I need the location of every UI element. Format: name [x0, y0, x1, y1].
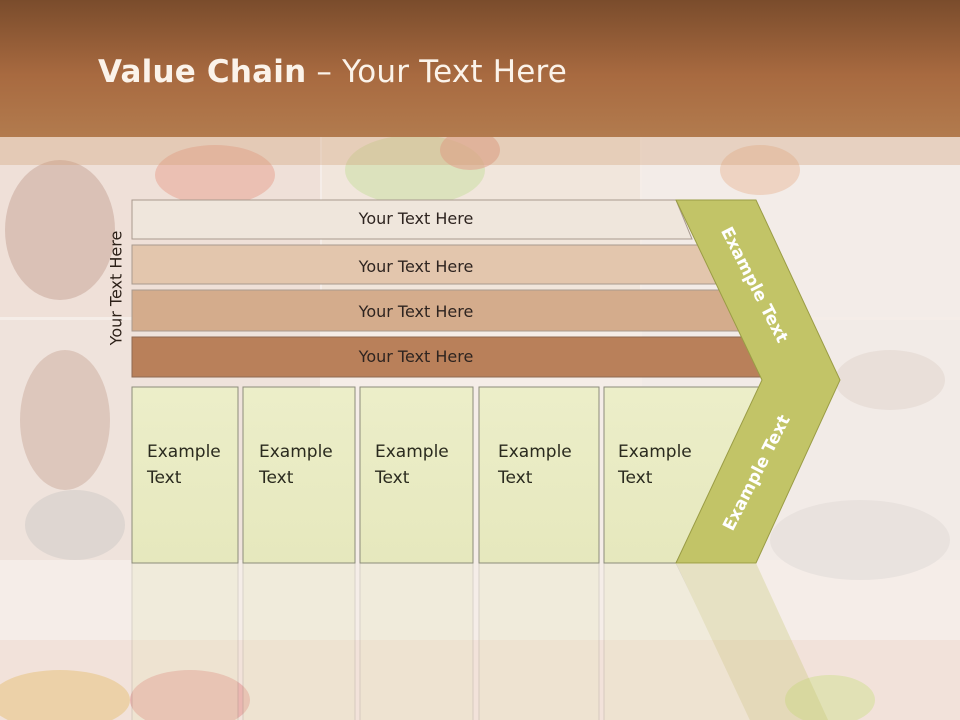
header-band — [0, 137, 960, 165]
column-shape-4 — [478, 386, 600, 564]
column-text-3-line2: Text — [375, 468, 410, 488]
column-shape-1 — [131, 386, 239, 564]
column-text-2-line1: Example — [259, 442, 333, 462]
bar-label-2: Your Text Here — [358, 257, 474, 276]
chevron-arrow — [675, 199, 841, 564]
column-text-2-line2: Text — [259, 468, 294, 488]
column-shape-3 — [359, 386, 474, 564]
column-text-4-line2: Text — [498, 468, 533, 488]
column-text-3-line1: Example — [375, 442, 449, 462]
title-bold: Value Chain — [98, 54, 307, 90]
bar-shape-1 — [131, 199, 693, 240]
bar-label-1: Your Text Here — [358, 209, 474, 228]
column-text-5-line1: Example — [618, 442, 692, 462]
bar-label-3: Your Text Here — [358, 302, 474, 321]
header-banner — [0, 0, 960, 137]
column-text-1-line1: Example — [147, 442, 221, 462]
column-text-5-line2: Text — [618, 468, 653, 488]
column-text-4-line1: Example — [498, 442, 572, 462]
page-title: Value Chain – Your Text Here — [98, 54, 567, 90]
bar-label-4: Your Text Here — [358, 347, 474, 366]
column-shape-2 — [242, 386, 356, 564]
title-rest: – Your Text Here — [306, 54, 568, 90]
column-text-1-line2: Text — [147, 468, 182, 488]
